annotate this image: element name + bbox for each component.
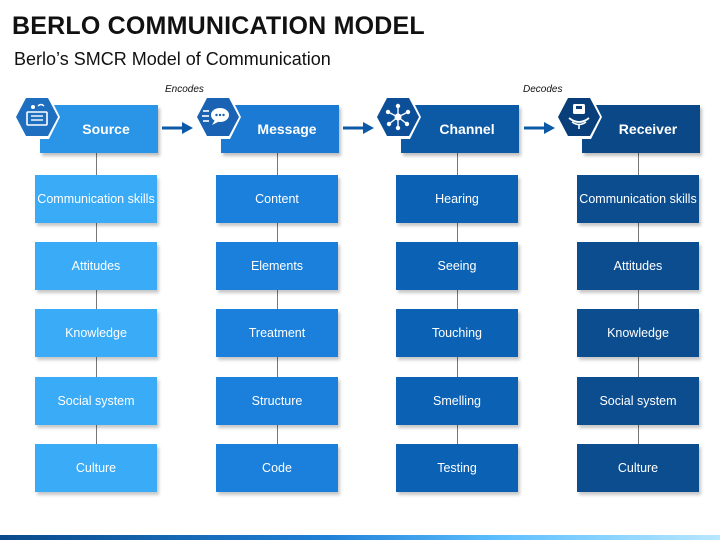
speech-bubble-icon bbox=[195, 95, 241, 139]
receiver-icon bbox=[556, 95, 602, 139]
item-box: Testing bbox=[396, 444, 518, 492]
item-box: Social system bbox=[577, 377, 699, 425]
arrow-icon bbox=[162, 122, 193, 134]
page-subtitle: Berlo’s SMCR Model of Communication bbox=[14, 49, 331, 69]
item-box: Treatment bbox=[216, 309, 338, 357]
item-box: Hearing bbox=[396, 175, 518, 223]
item-box: Attitudes bbox=[35, 242, 157, 290]
item-box: Smelling bbox=[396, 377, 518, 425]
header-source: Source bbox=[40, 105, 158, 153]
header-channel: Channel bbox=[401, 105, 519, 153]
item-box: Knowledge bbox=[577, 309, 699, 357]
item-box: Elements bbox=[216, 242, 338, 290]
header-label: Receiver bbox=[618, 121, 678, 137]
item-box: Communication skills bbox=[577, 175, 699, 223]
item-box: Attitudes bbox=[577, 242, 699, 290]
footer-bar bbox=[0, 535, 720, 540]
encodes-label: Encodes bbox=[165, 84, 204, 95]
header-receiver: Receiver bbox=[582, 105, 700, 153]
item-box: Touching bbox=[396, 309, 518, 357]
header-label: Channel bbox=[439, 121, 495, 137]
people-chat-icon bbox=[14, 95, 60, 139]
header-message: Message bbox=[221, 105, 339, 153]
item-box: Communication skills bbox=[35, 175, 157, 223]
page-title: BERLO COMMUNICATION MODEL bbox=[12, 12, 425, 40]
item-box: Content bbox=[216, 175, 338, 223]
item-box: Social system bbox=[35, 377, 157, 425]
item-box: Culture bbox=[35, 444, 157, 492]
network-icon bbox=[375, 95, 421, 139]
header-label: Source bbox=[82, 121, 130, 137]
arrow-icon bbox=[524, 122, 555, 134]
item-box: Code bbox=[216, 444, 338, 492]
item-box: Seeing bbox=[396, 242, 518, 290]
item-box: Structure bbox=[216, 377, 338, 425]
arrow-icon bbox=[343, 122, 374, 134]
header-label: Message bbox=[257, 121, 317, 137]
decodes-label: Decodes bbox=[523, 84, 563, 95]
item-box: Culture bbox=[577, 444, 699, 492]
item-box: Knowledge bbox=[35, 309, 157, 357]
